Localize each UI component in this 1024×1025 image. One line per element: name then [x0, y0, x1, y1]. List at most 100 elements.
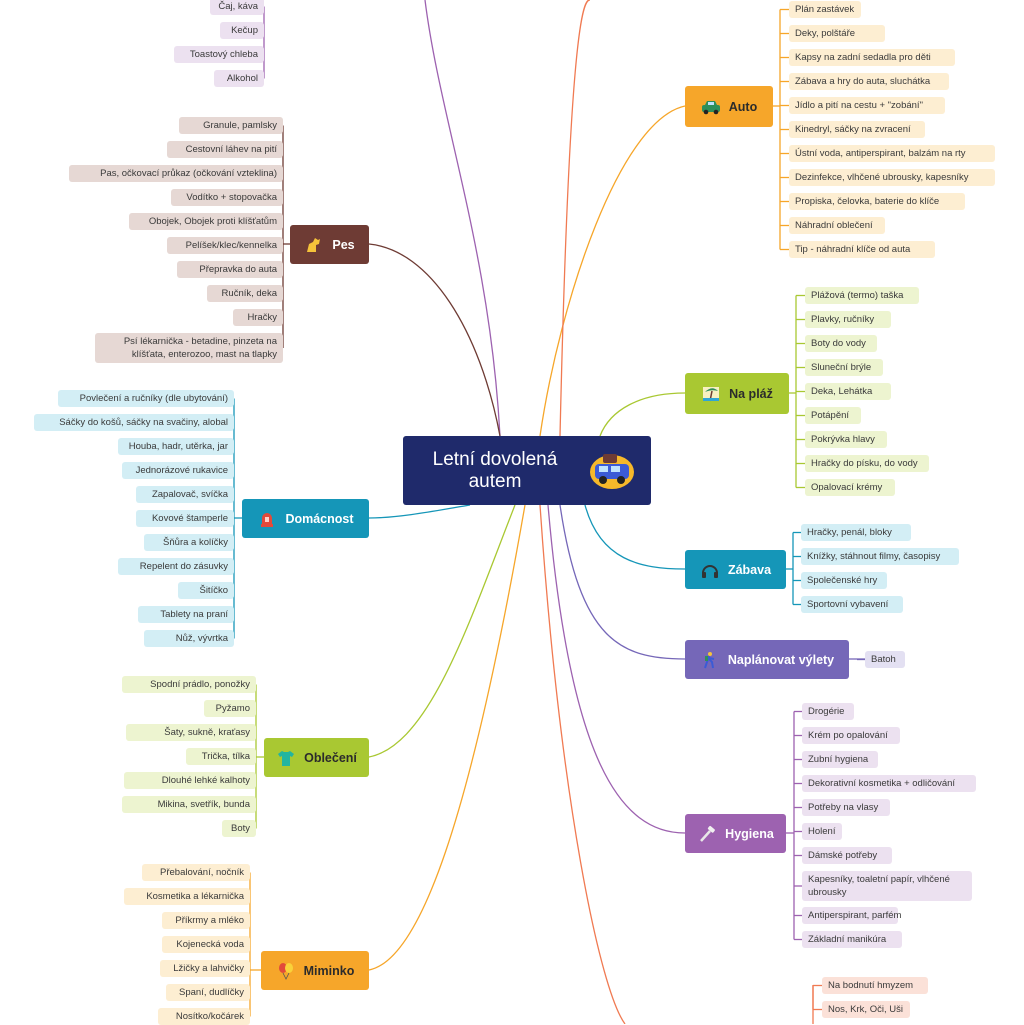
branch-domacnost-label: Domácnost	[285, 511, 354, 526]
branch-domacnost[interactable]: Domácnost	[242, 499, 369, 538]
balloons-icon	[278, 962, 293, 980]
subtopic-obleceni[interactable]: Spodní prádlo, ponožky	[122, 676, 256, 693]
subtopic-zabava[interactable]: Hračky, penál, bloky	[801, 524, 911, 541]
subtopic-zabava[interactable]: Knížky, stáhnout filmy, časopisy	[801, 548, 959, 565]
branch-miminko[interactable]: Miminko	[261, 951, 369, 990]
subtopic-obleceni[interactable]: Šaty, sukně, kraťasy	[126, 724, 256, 741]
subtopic-plaz[interactable]: Plavky, ručníky	[805, 311, 891, 328]
subtopic-miminko[interactable]: Příkrmy a mléko	[162, 912, 250, 929]
subtopic-obleceni[interactable]: Boty	[222, 820, 256, 837]
subtopic-jidlo[interactable]: Alkohol	[214, 70, 264, 87]
subtopic-domacnost[interactable]: Repelent do zásuvky	[118, 558, 234, 575]
subtopic-pes[interactable]: Vodítko + stopovačka	[171, 189, 283, 206]
link-plaz	[599, 392, 686, 437]
branch-auto[interactable]: Auto	[685, 86, 773, 127]
subtopic-pes[interactable]: Granule, pamlsky	[179, 117, 283, 134]
subtopic-miminko[interactable]: Kojenecká voda	[162, 936, 250, 953]
subtopic-domacnost[interactable]: Tablety na praní	[138, 606, 234, 623]
subtopic-auto[interactable]: Plán zastávek	[789, 1, 861, 18]
subtopic-hygiena[interactable]: Základní manikúra	[802, 931, 902, 948]
subtopic-hygiena[interactable]: Dekorativní kosmetika + odličování	[802, 775, 976, 792]
subtopic-pes[interactable]: Pas, očkovací průkaz (očkování vzteklina…	[69, 165, 283, 182]
subtopic-pes[interactable]: Ručník, deka	[207, 285, 283, 302]
subtopic-auto[interactable]: Náhradní oblečení	[789, 217, 885, 234]
subtopic-auto[interactable]: Propiska, čelovka, baterie do klíče	[789, 193, 965, 210]
subtopic-jidlo[interactable]: Kečup	[220, 22, 264, 39]
subtopic-pes[interactable]: Psí lékarnička - betadine, pinzeta na kl…	[95, 333, 283, 363]
subtopic-pes[interactable]: Pelíšek/klec/kennelka	[167, 237, 283, 254]
subtopic-auto[interactable]: Dezinfekce, vlhčené ubrousky, kapesníky	[789, 169, 995, 186]
subtopic-hygiena[interactable]: Drogérie	[802, 703, 854, 720]
subtopic-jidlo[interactable]: Toastový chleba	[174, 46, 264, 63]
subtopic-plaz[interactable]: Potápění	[805, 407, 861, 424]
central-topic[interactable]: Letní dovolená autem	[403, 436, 651, 505]
subtopic-hygiena[interactable]: Potřeby na vlasy	[802, 799, 890, 816]
subtopic-pes[interactable]: Cestovní láhev na pití	[167, 141, 283, 158]
subtopic-pes[interactable]: Přepravka do auta	[177, 261, 283, 278]
headphones-icon	[701, 564, 718, 578]
subtopic-domacnost[interactable]: Povlečení a ručníky (dle ubytování)	[58, 390, 234, 407]
link-miminko	[368, 504, 526, 971]
branch-pes-label: Pes	[332, 237, 355, 252]
subtopic-hygiena[interactable]: Holení	[802, 823, 842, 840]
subtopic-auto[interactable]: Kinedryl, sáčky na zvracení	[789, 121, 925, 138]
subtopic-domacnost[interactable]: Šňůra a kolíčky	[144, 534, 234, 551]
subtopic-pes[interactable]: Obojek, Obojek proti klíšťatům	[129, 213, 283, 230]
subtopic-plaz[interactable]: Opalovací krémy	[805, 479, 895, 496]
subtopic-miminko[interactable]: Kosmetika a lékarnička	[124, 888, 250, 905]
beach-icon	[703, 386, 720, 401]
branch-zabava[interactable]: Zábava	[685, 550, 786, 589]
branch-pes[interactable]: Pes	[290, 225, 369, 264]
subtopic-miminko[interactable]: Lžičky a lahvičky	[160, 960, 250, 977]
branch-hygiena[interactable]: Hygiena	[685, 814, 786, 853]
subtopic-obleceni[interactable]: Dlouhé lehké kalhoty	[124, 772, 256, 789]
subtopic-hygiena[interactable]: Dámské potřeby	[802, 847, 892, 864]
subtopic-plaz[interactable]: Deka, Lehátka	[805, 383, 891, 400]
subtopic-obleceni[interactable]: Pyžamo	[204, 700, 256, 717]
subtopic-hygiena[interactable]: Zubní hygiena	[802, 751, 878, 768]
subtopic-jidlo[interactable]: Čaj, káva	[210, 0, 264, 15]
siren-icon	[261, 512, 274, 527]
subtopic-zdravi[interactable]: Na bodnutí hmyzem	[822, 977, 928, 994]
subtopic-vylety[interactable]: Batoh	[865, 651, 905, 668]
subtopic-auto[interactable]: Jídlo a pití na cestu + "zobání"	[789, 97, 945, 114]
subtopic-auto[interactable]: Kapsy na zadní sedadla pro děti	[789, 49, 955, 66]
subtopic-domacnost[interactable]: Sáčky do košů, sáčky na svačiny, alobal	[34, 414, 234, 431]
subtopic-domacnost[interactable]: Šitíčko	[178, 582, 234, 599]
branch-auto-label: Auto	[728, 99, 758, 114]
subtopic-plaz[interactable]: Hračky do písku, do vody	[805, 455, 929, 472]
subtopic-domacnost[interactable]: Houba, hadr, utěrka, jar	[118, 438, 234, 455]
link-auto	[539, 105, 686, 437]
subtopic-hygiena[interactable]: Kapesníky, toaletní papír, vlhčené ubrou…	[802, 871, 972, 901]
branch-plaz[interactable]: Na pláž	[685, 373, 789, 414]
subtopic-hygiena[interactable]: Krém po opalování	[802, 727, 900, 744]
branch-vylety[interactable]: Naplánovat výlety	[685, 640, 849, 679]
subtopic-auto[interactable]: Deky, polštáře	[789, 25, 885, 42]
branch-plaz-label: Na pláž	[729, 386, 773, 401]
subtopic-plaz[interactable]: Pokrývka hlavy	[805, 431, 887, 448]
subtopic-zdravi[interactable]: Nos, Krk, Oči, Uši	[822, 1001, 910, 1018]
subtopic-hygiena[interactable]: Antiperspirant, parfém	[802, 907, 901, 924]
subtopic-plaz[interactable]: Boty do vody	[805, 335, 877, 352]
subtopic-pes[interactable]: Hračky	[233, 309, 283, 326]
subtopic-miminko[interactable]: Spaní, dudlíčky	[166, 984, 250, 1001]
subtopic-auto[interactable]: Tip - náhradní klíče od auta	[789, 241, 935, 258]
subtopic-auto[interactable]: Zábava a hry do auta, sluchátka	[789, 73, 949, 90]
subtopic-domacnost[interactable]: Zapalovač, svíčka	[136, 486, 234, 503]
subtopic-obleceni[interactable]: Trička, tílka	[186, 748, 256, 765]
subtopic-auto[interactable]: Ústní voda, antiperspirant, balzám na rt…	[789, 145, 995, 162]
subtopic-domacnost[interactable]: Nůž, vývrtka	[144, 630, 234, 647]
subtopic-miminko[interactable]: Přebalování, nočník	[142, 864, 250, 881]
subtopic-domacnost[interactable]: Kovové štamperle	[136, 510, 234, 527]
subtopic-miminko[interactable]: Nosítko/kočárek	[158, 1008, 250, 1025]
subtopic-plaz[interactable]: Sluneční brýle	[805, 359, 883, 376]
subtopic-zabava[interactable]: Sportovní vybavení	[801, 596, 903, 613]
subtopic-domacnost[interactable]: Jednorázové rukavice	[122, 462, 234, 479]
link-hygiena	[547, 504, 686, 834]
subtopic-plaz[interactable]: Plážová (termo) taška	[805, 287, 919, 304]
link-domacnost	[368, 504, 471, 519]
branch-obleceni[interactable]: Oblečení	[264, 738, 369, 777]
subtopic-zabava[interactable]: Společenské hry	[801, 572, 887, 589]
subtopic-obleceni[interactable]: Mikina, svetřík, bunda	[122, 796, 256, 813]
